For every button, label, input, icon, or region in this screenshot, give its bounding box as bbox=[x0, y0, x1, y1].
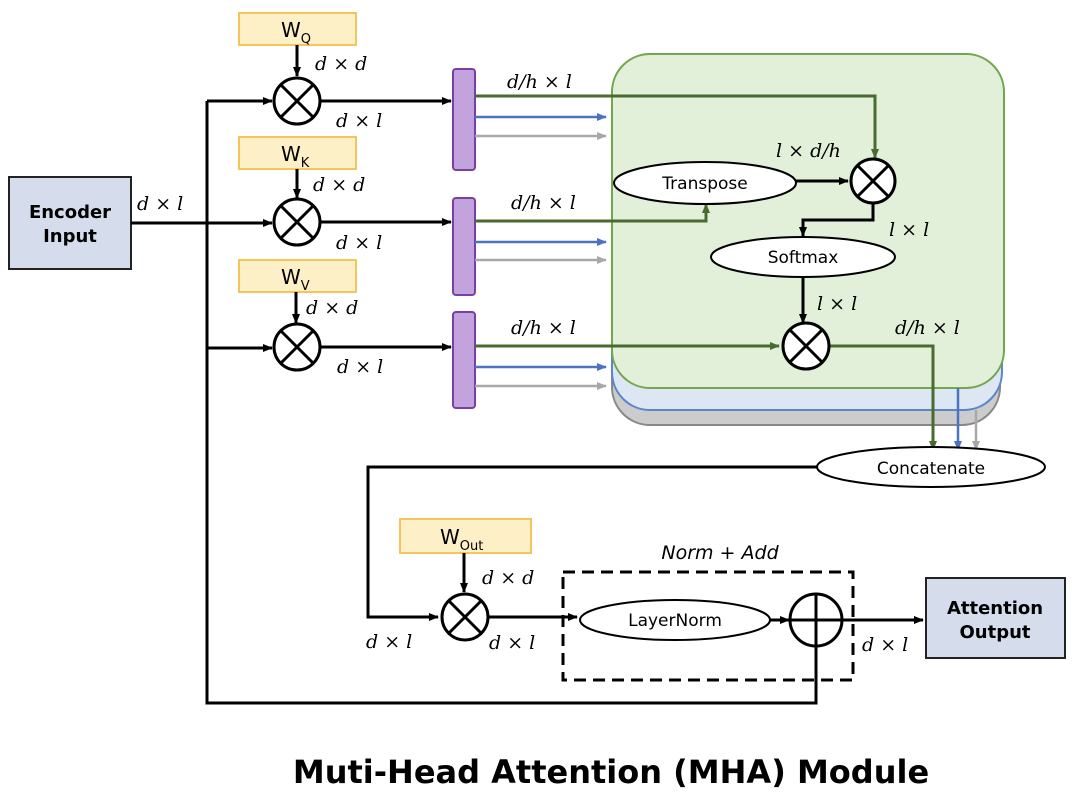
dim-v-head: d/h × l bbox=[511, 317, 576, 339]
svg-text:Transpose: Transpose bbox=[661, 174, 747, 194]
weight-q-box: WQ bbox=[238, 12, 357, 47]
attention-output-box: Attention Output bbox=[925, 577, 1066, 659]
scores-arrow bbox=[799, 203, 875, 237]
concatenate-node: Concatenate bbox=[816, 446, 1046, 488]
svg-text:WQ: WQ bbox=[281, 18, 311, 47]
svg-text:WOut: WOut bbox=[440, 525, 483, 554]
diagram-title: Muti-Head Attention (MHA) Module bbox=[293, 753, 929, 791]
weight-arrows bbox=[292, 45, 301, 324]
dim-probs: l × l bbox=[817, 293, 857, 315]
multiply-out-icon bbox=[440, 592, 490, 642]
encoder-input-box: Encoder Input bbox=[8, 176, 132, 270]
dim-head-out: d/h × l bbox=[895, 317, 960, 339]
attention-output-label-line1: Attention bbox=[947, 598, 1043, 619]
dim-q-out: d × l bbox=[336, 110, 382, 132]
transpose-node: Transpose bbox=[613, 161, 797, 205]
dim-q-head: d/h × l bbox=[507, 71, 572, 93]
head-lines-primary bbox=[475, 94, 937, 451]
norm-add-label: Norm + Add bbox=[661, 542, 779, 564]
dim-v-out: d × l bbox=[337, 356, 383, 378]
weight-v-box: WV bbox=[238, 259, 357, 294]
norm-add-box bbox=[561, 570, 855, 682]
encoder-input-label-line2: Input bbox=[43, 226, 97, 247]
encoder-input-label-line1: Encoder bbox=[29, 202, 111, 223]
dim-proj-out: d × l bbox=[489, 632, 535, 654]
split-bar-v bbox=[452, 311, 476, 409]
svg-text:Softmax: Softmax bbox=[768, 248, 839, 268]
multiply-v-icon bbox=[272, 322, 322, 372]
split-bar-k bbox=[452, 197, 476, 296]
dim-wout: d × d bbox=[482, 567, 534, 589]
projection-arrows bbox=[320, 97, 452, 351]
split-bar-q bbox=[452, 68, 476, 171]
layernorm-node: LayerNorm bbox=[579, 599, 771, 641]
head-lines-secondary bbox=[475, 113, 607, 390]
softmax-node: Softmax bbox=[710, 236, 896, 278]
svg-text:WV: WV bbox=[281, 265, 310, 294]
multiply-av-icon bbox=[781, 321, 831, 371]
input-trunk bbox=[131, 97, 818, 705]
dim-scores: l × l bbox=[889, 219, 929, 241]
multiply-k-icon bbox=[272, 197, 322, 247]
multiply-q-icon bbox=[272, 76, 322, 126]
dim-k-head: d/h × l bbox=[511, 192, 576, 214]
dim-wv: d × d bbox=[306, 297, 358, 319]
head-output-secondary bbox=[954, 388, 980, 451]
dim-concat-out: d × l bbox=[366, 631, 412, 653]
multiply-qk-icon bbox=[849, 157, 897, 205]
concat-output-line bbox=[366, 465, 817, 621]
dim-k-out: d × l bbox=[336, 232, 382, 254]
dim-wq: d × d bbox=[315, 53, 367, 75]
svg-text:LayerNorm: LayerNorm bbox=[628, 611, 722, 631]
attention-output-label-line2: Output bbox=[959, 622, 1030, 643]
svg-text:WK: WK bbox=[281, 142, 310, 171]
weight-out-box: WOut bbox=[399, 518, 532, 554]
svg-text:Concatenate: Concatenate bbox=[877, 459, 985, 479]
add-icon bbox=[788, 592, 844, 648]
weight-k-box: WK bbox=[238, 136, 357, 171]
dim-wk: d × d bbox=[313, 174, 365, 196]
dim-input-label: d × l bbox=[137, 193, 183, 215]
dim-final: d × l bbox=[862, 634, 908, 656]
dim-kt: l × d/h bbox=[776, 140, 841, 162]
